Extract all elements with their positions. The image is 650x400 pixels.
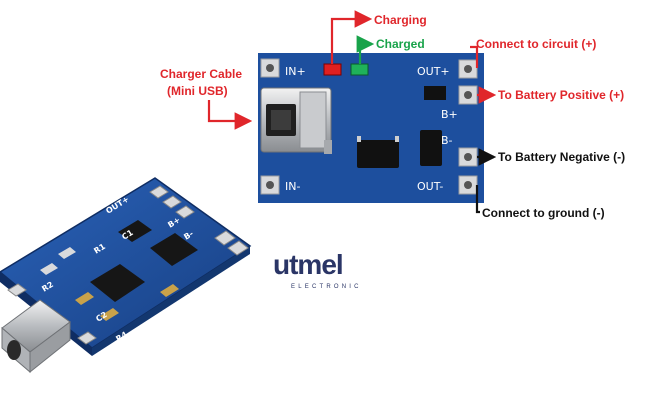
charging-led bbox=[323, 63, 342, 76]
annotations: Charging Charged Charger Cable (Mini USB… bbox=[160, 10, 625, 220]
iso-chip-protect bbox=[150, 233, 198, 266]
battery-positive-label: To Battery Positive (+) bbox=[498, 88, 624, 102]
iso-silk-c3: C3 bbox=[152, 318, 166, 332]
connect-ground-leader bbox=[475, 185, 480, 214]
silk-in-minus: IN- bbox=[285, 180, 300, 193]
charger-cable-sublabel: (Mini USB) bbox=[167, 84, 228, 98]
pad-out-minus bbox=[458, 175, 478, 195]
iso-silk-in-plus: + bbox=[14, 299, 21, 308]
utmel-logo: utmel ELECTRONIC bbox=[273, 249, 362, 290]
pad-out-plus bbox=[458, 59, 478, 79]
charger-cable-label: Charger Cable bbox=[160, 67, 242, 81]
silk-out-minus: OUT- bbox=[417, 180, 443, 193]
iso-chip-main bbox=[90, 264, 145, 302]
top-resistor bbox=[424, 86, 446, 100]
silk-out-plus: OUT+ bbox=[417, 65, 450, 78]
iso-pads bbox=[7, 185, 249, 345]
top-chip-protect bbox=[420, 130, 442, 166]
charging-arrow bbox=[330, 10, 373, 64]
iso-silk-b-minus: B- bbox=[182, 229, 195, 242]
logo-tagline: ELECTRONIC bbox=[291, 284, 362, 290]
isometric-board: OUT+ B+ B- OUT- 4056 R1 R2 R3 R4 C1 C2 C… bbox=[0, 177, 252, 374]
pad-in-minus bbox=[260, 175, 280, 195]
mini-usb-connector bbox=[260, 87, 332, 154]
iso-silk-r3: R3 bbox=[138, 324, 153, 338]
charging-label: Charging bbox=[374, 13, 427, 27]
silk-b-minus: B- bbox=[441, 134, 453, 147]
charged-led bbox=[350, 63, 369, 76]
iso-led-2 bbox=[58, 247, 76, 259]
iso-led-1 bbox=[40, 263, 58, 275]
connect-circuit-leader bbox=[470, 45, 479, 68]
charged-arrow bbox=[356, 35, 375, 64]
charger-cable-arrow bbox=[207, 100, 253, 130]
top-view-board: IN+ IN- OUT+ B+ B- OUT- bbox=[258, 53, 484, 203]
pad-b-plus bbox=[458, 85, 478, 105]
battery-negative-label: To Battery Negative (-) bbox=[498, 150, 625, 164]
silk-b-plus: B+ bbox=[441, 108, 458, 121]
connect-circuit-label: Connect to circuit (+) bbox=[476, 37, 596, 51]
iso-chip-small bbox=[118, 220, 152, 242]
top-chip-main bbox=[357, 140, 399, 168]
iso-silk-in-minus: - bbox=[96, 359, 99, 368]
connect-ground-label: Connect to ground (-) bbox=[482, 206, 605, 220]
silk-in-plus: IN+ bbox=[285, 65, 306, 78]
pad-b-minus bbox=[458, 147, 478, 167]
charged-label: Charged bbox=[376, 37, 425, 51]
usb-c-connector bbox=[1, 299, 71, 374]
pad-in-plus bbox=[260, 58, 280, 78]
logo-wordmark: utmel bbox=[273, 249, 343, 280]
